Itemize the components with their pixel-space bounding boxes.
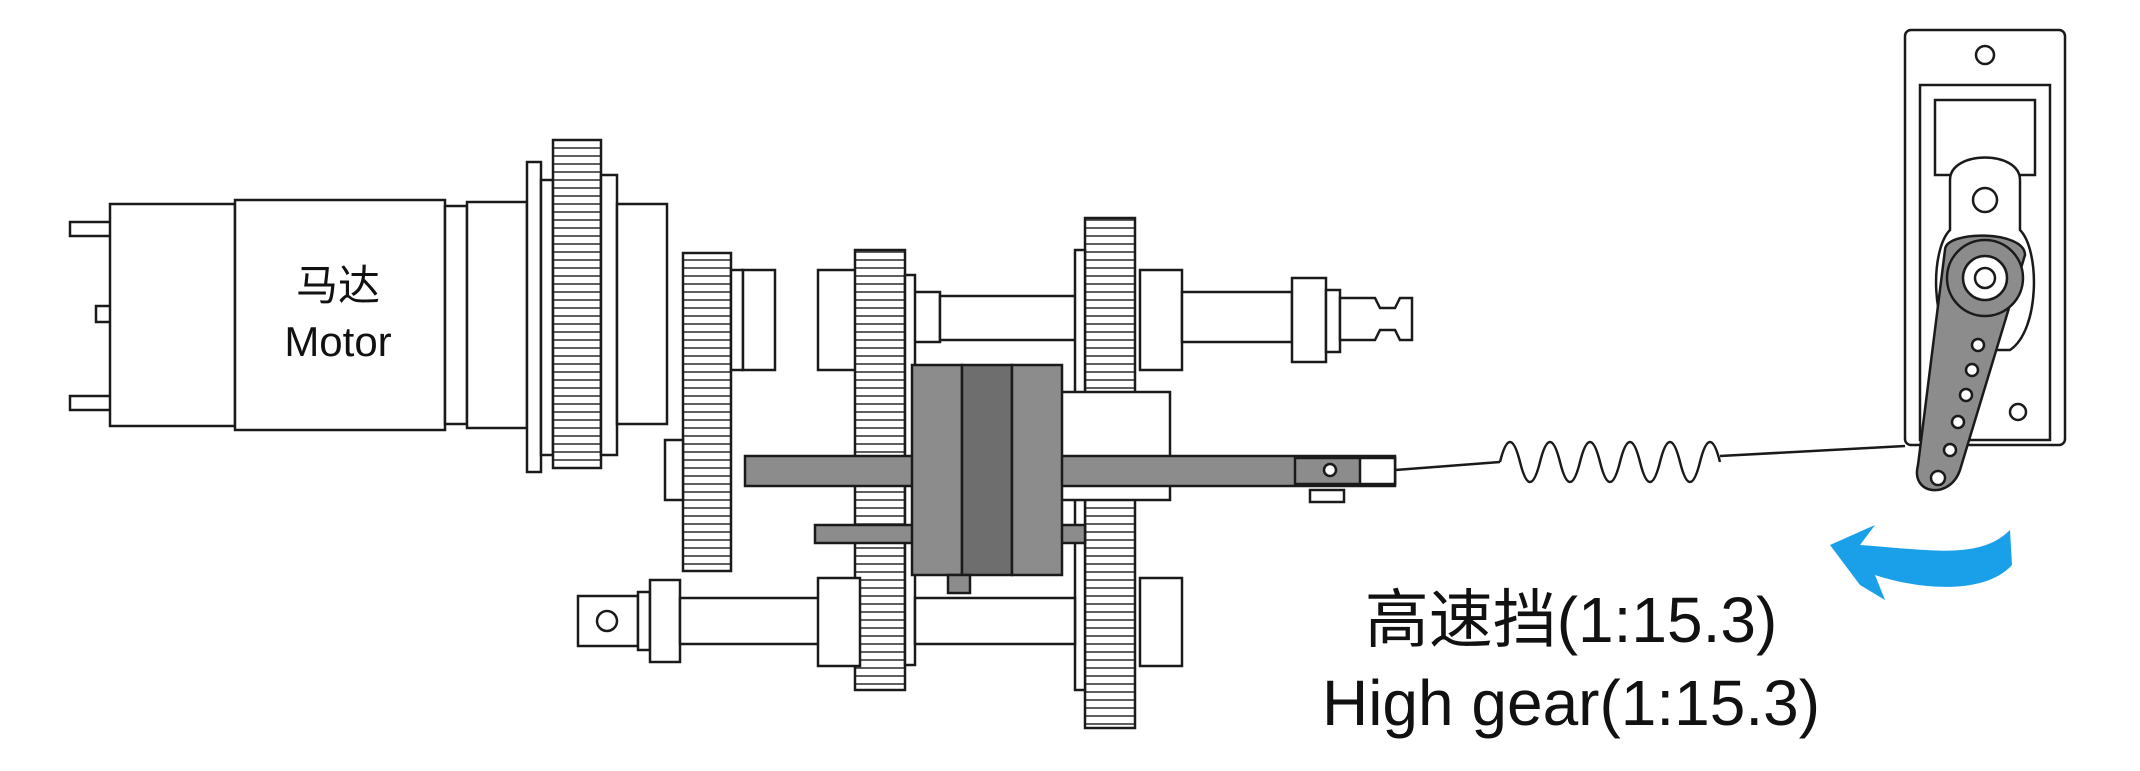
lower-shaft-hole bbox=[595, 609, 619, 633]
motor-terminal-top bbox=[68, 220, 114, 238]
tension-spring bbox=[1498, 440, 1722, 484]
spring-linkage bbox=[1394, 440, 1906, 484]
lower-shaft bbox=[576, 576, 1184, 668]
shift-mechanism bbox=[743, 363, 1397, 595]
lower-bearing-right bbox=[1138, 576, 1184, 668]
horn-hole-1 bbox=[1970, 337, 1986, 353]
upper-shaft-segment-3 bbox=[1180, 290, 1294, 344]
upper-shaft-collar bbox=[1290, 276, 1328, 364]
motor-label-en: Motor bbox=[284, 318, 391, 365]
servo bbox=[1903, 28, 2067, 492]
intermediate-gear bbox=[663, 251, 777, 573]
motor-mount-plate-inner bbox=[539, 178, 555, 457]
motor-body bbox=[233, 198, 447, 432]
clevis-pin-hole bbox=[1322, 462, 1338, 478]
servo-mount-hole-lower bbox=[2008, 402, 2028, 422]
lower-shaft-segment-1 bbox=[678, 596, 822, 646]
horn-hole-5 bbox=[1942, 442, 1958, 458]
horn-hole-2 bbox=[1964, 362, 1980, 378]
clevis-slot bbox=[1358, 456, 1397, 486]
lower-shaft-segment-2 bbox=[913, 596, 1077, 646]
horn-hole-4 bbox=[1950, 414, 1966, 430]
clevis-pin bbox=[1308, 488, 1346, 504]
motor-label-cn: 马达 bbox=[296, 262, 380, 309]
horn-hole-3 bbox=[1958, 387, 1974, 403]
motor-rear-cap bbox=[108, 202, 237, 428]
upper-shaft-segment-2 bbox=[938, 294, 1087, 342]
motor bbox=[68, 138, 669, 474]
motor-front-band bbox=[443, 204, 469, 426]
horn-hole-6 bbox=[1929, 469, 1947, 487]
gear-label-cn: 高速挡(1:15.3) bbox=[1365, 584, 1778, 656]
motor-mount-plate bbox=[525, 160, 543, 474]
intermediate-gear-hub bbox=[729, 268, 745, 372]
intermediate-gear-teeth bbox=[681, 251, 733, 573]
upper-shaft-collar-inner bbox=[1324, 288, 1342, 354]
selector-rod bbox=[743, 454, 1397, 488]
shift-collar-left bbox=[910, 363, 964, 577]
intermediate-bearing bbox=[741, 268, 777, 372]
servo-horn-screw bbox=[1973, 266, 1997, 290]
motor-terminal-bottom bbox=[68, 394, 114, 412]
lower-shaft-collar bbox=[636, 590, 652, 652]
upper-bearing-left bbox=[816, 268, 862, 372]
lower-bearing-left bbox=[816, 576, 862, 668]
pinion-bearing bbox=[615, 202, 669, 426]
upper-bearing-right bbox=[1138, 268, 1184, 372]
shift-collar-center bbox=[960, 363, 1014, 577]
curved-arrow-icon bbox=[1830, 525, 2012, 600]
pinion-hub bbox=[599, 173, 619, 457]
gear-label-en: High gear(1:15.3) bbox=[1322, 667, 1820, 739]
servo-boss-hole bbox=[1971, 186, 1999, 214]
shift-fork-tab bbox=[946, 573, 972, 595]
pinion-gear bbox=[551, 138, 603, 470]
upper-shaft bbox=[816, 268, 1414, 372]
servo-mount-hole bbox=[1974, 44, 1996, 66]
motor-front-housing bbox=[465, 200, 529, 430]
shift-collar-right bbox=[1010, 363, 1064, 577]
lower-shaft-flange bbox=[648, 578, 682, 664]
intermediate-shaft-end bbox=[663, 438, 685, 502]
upper-shaft-output-end bbox=[1338, 296, 1414, 342]
link-wire-right bbox=[1719, 444, 1906, 458]
link-wire-left bbox=[1394, 460, 1501, 472]
